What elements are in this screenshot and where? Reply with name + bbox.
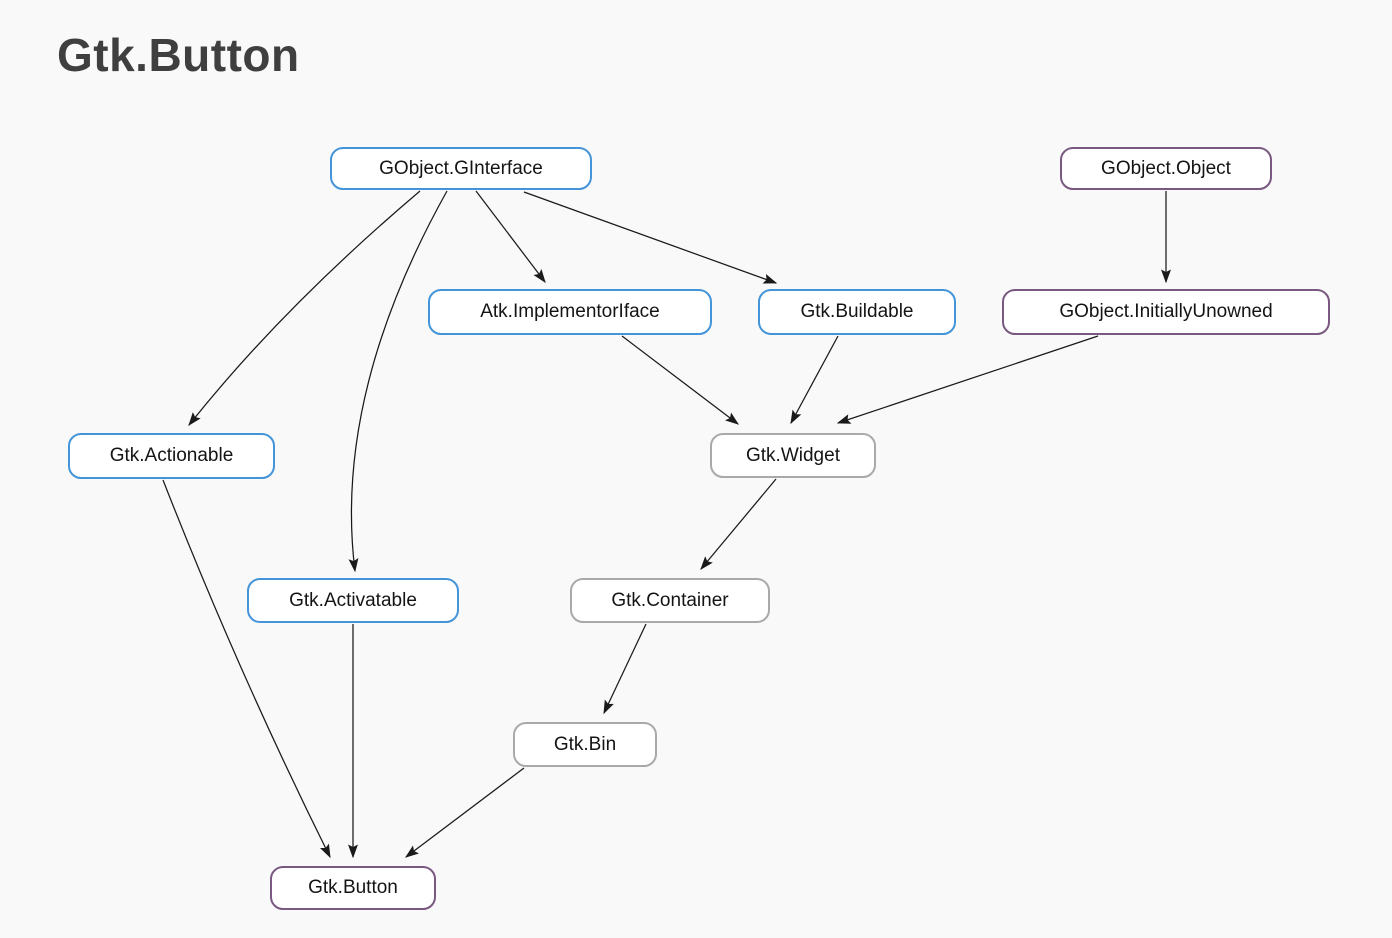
edge-gobject-ginterface-to-gtk-buildable bbox=[523, 191, 778, 284]
edge-gobject-ginterface-to-atk-implementoriface bbox=[475, 190, 546, 283]
node-gtk-container[interactable]: Gtk.Container bbox=[570, 578, 770, 623]
page-title: Gtk.Button bbox=[57, 29, 300, 81]
edge-atk-implementoriface-to-gtk-widget bbox=[621, 335, 739, 425]
node-gtk-actionable[interactable]: Gtk.Actionable bbox=[68, 433, 275, 479]
edge-gtk-bin-to-gtk-button bbox=[405, 767, 525, 858]
node-atk-implementoriface[interactable]: Atk.ImplementorIface bbox=[428, 289, 712, 335]
edge-gtk-buildable-to-gtk-widget bbox=[790, 335, 839, 425]
node-gobject-initiallyunowned[interactable]: GObject.InitiallyUnowned bbox=[1002, 289, 1330, 335]
node-gtk-bin[interactable]: Gtk.Bin bbox=[513, 722, 657, 767]
node-gtk-buildable[interactable]: Gtk.Buildable bbox=[758, 289, 956, 335]
node-gtk-widget[interactable]: Gtk.Widget bbox=[710, 433, 876, 478]
edge-gtk-widget-to-gtk-container bbox=[700, 478, 777, 570]
node-gtk-activatable[interactable]: Gtk.Activatable bbox=[247, 578, 459, 623]
edge-group bbox=[162, 190, 1171, 859]
edge-gobject-ginterface-to-gtk-activatable bbox=[348, 190, 448, 573]
node-gobject-ginterface[interactable]: GObject.GInterface bbox=[330, 147, 592, 190]
node-gtk-button[interactable]: Gtk.Button bbox=[270, 866, 436, 910]
edge-gtk-container-to-gtk-bin bbox=[603, 623, 647, 715]
edge-gtk-actionable-to-gtk-button bbox=[162, 479, 331, 859]
edge-gobject-initiallyunowned-to-gtk-widget bbox=[836, 335, 1099, 424]
edge-gobject-ginterface-to-gtk-actionable bbox=[188, 190, 421, 426]
node-gobject-object[interactable]: GObject.Object bbox=[1060, 147, 1272, 190]
